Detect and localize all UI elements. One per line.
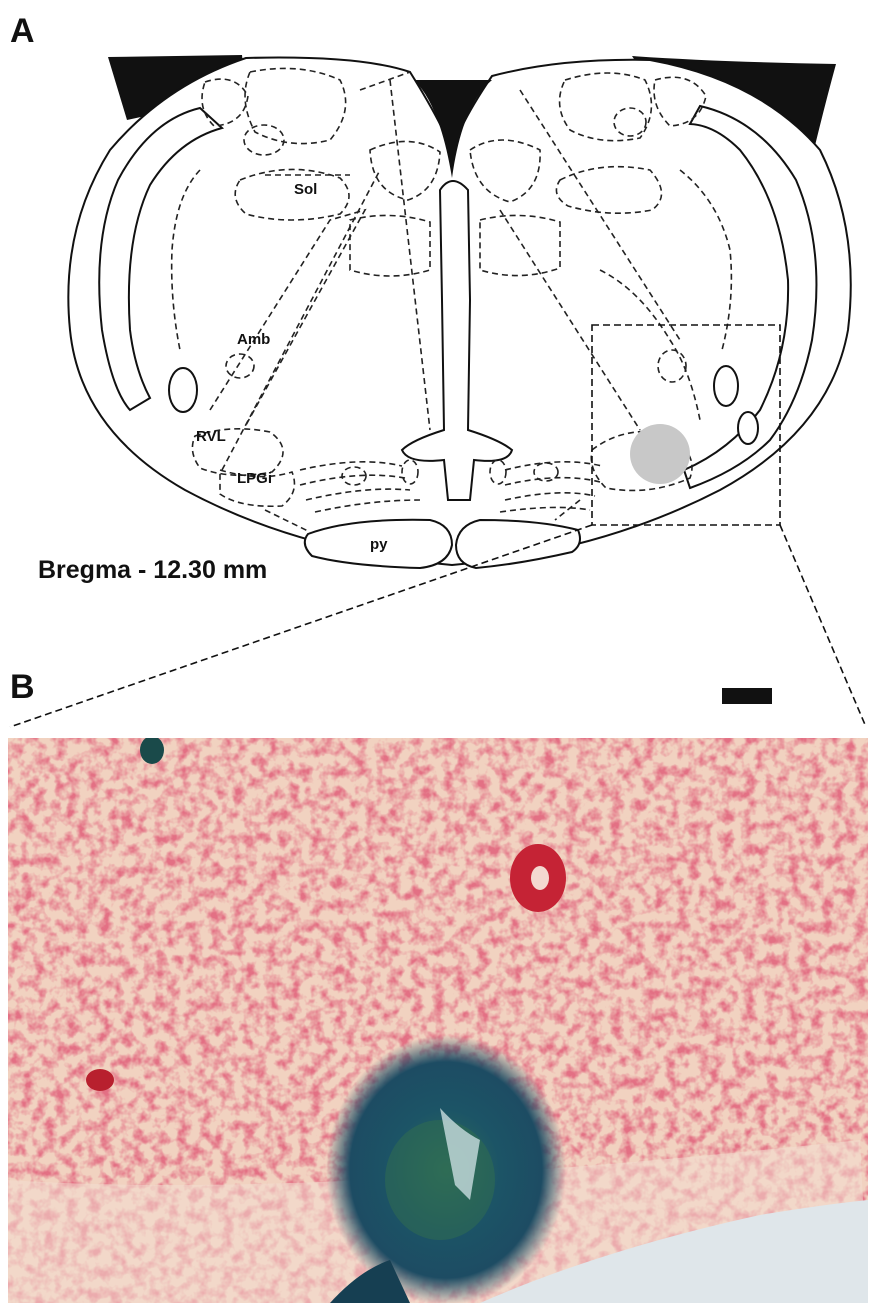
scale-bar [722, 688, 772, 704]
red-spot-left [86, 1069, 114, 1091]
panel-b-letter: B [10, 668, 35, 706]
label-sol: Sol [294, 181, 317, 198]
right-lateral-oval [738, 412, 758, 444]
histology-photo [8, 736, 868, 1305]
pyramid-right [456, 520, 580, 568]
label-lpgi: LPGi [237, 470, 272, 487]
lesion-marker [630, 424, 690, 484]
brainstem-section [68, 55, 850, 568]
label-amb: Amb [237, 331, 270, 348]
label-rvl: RVL [196, 428, 226, 445]
zoom-line-right [780, 525, 866, 727]
left-small-tract [169, 368, 197, 412]
bregma-level: Bregma - 12.30 mm [38, 556, 267, 584]
panel-a-letter: A [10, 12, 35, 50]
label-py: py [370, 536, 388, 553]
right-small-tract [714, 366, 738, 406]
dye-blob-top [140, 736, 164, 764]
